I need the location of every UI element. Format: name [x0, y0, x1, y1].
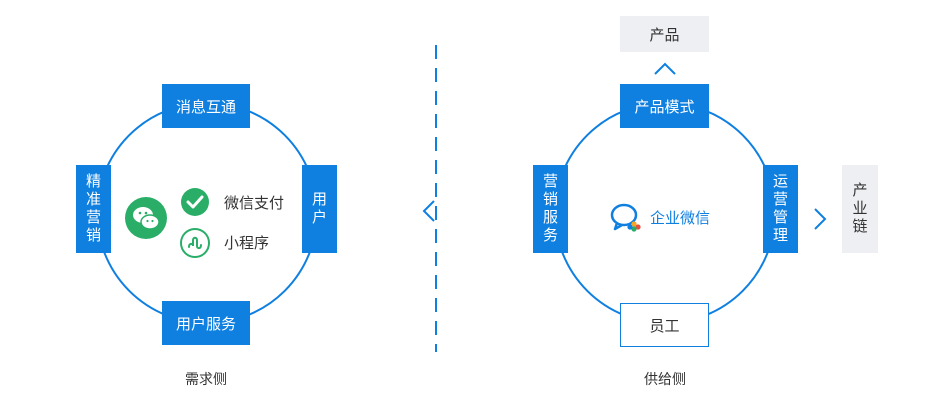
node-product: 产品 [620, 16, 709, 52]
node-industry-chain: 产业链 [842, 165, 878, 253]
wecom-label: 企业微信 [650, 209, 711, 227]
supply-side-caption: 供给侧 [644, 372, 686, 388]
wecom-icon [610, 203, 641, 232]
wechat-icon [125, 197, 167, 239]
node-operation-management: 运营管理 [763, 165, 798, 253]
chevron-left-icon [422, 200, 435, 222]
node-precision-marketing: 精准营销 [76, 165, 111, 253]
wechat-pay-icon [181, 188, 209, 216]
chevron-right-icon [814, 208, 827, 230]
payment-label: 微信支付 [224, 194, 285, 212]
mini-program-label: 小程序 [224, 234, 270, 252]
chevron-up-icon [654, 62, 676, 75]
node-message-interconnect: 消息互通 [162, 84, 250, 128]
demand-side-caption: 需求侧 [185, 372, 227, 388]
mini-program-icon [180, 228, 210, 258]
node-employee: 员工 [620, 303, 709, 347]
node-user: 用户 [302, 165, 337, 253]
node-product-model: 产品模式 [620, 84, 709, 128]
node-user-service: 用户服务 [162, 301, 250, 345]
node-marketing-service: 营销服务 [533, 165, 568, 253]
